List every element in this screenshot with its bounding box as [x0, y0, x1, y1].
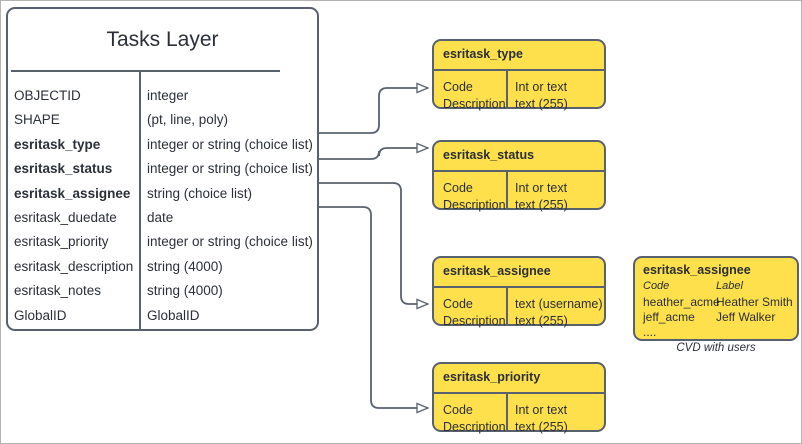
- cvd-code: ....: [643, 325, 657, 339]
- field-type: date: [147, 209, 174, 225]
- field-row: esritask_priority integer or string (choi…: [8, 234, 317, 258]
- domain-header-divider: [434, 286, 604, 288]
- domain-title: esritask_priority: [443, 370, 541, 384]
- field-row: esritask_notes string (4000): [8, 283, 317, 307]
- cvd-label: Label: [716, 280, 743, 292]
- field-row: esritask_type integer or string (choice l…: [8, 137, 317, 161]
- wire-assignee: [319, 182, 428, 304]
- domain-title: esritask_assignee: [443, 264, 551, 278]
- field-name: SHAPE: [14, 112, 60, 128]
- field-type: string (4000): [147, 258, 223, 274]
- page-title: Tasks Layer: [106, 28, 219, 51]
- field-type: (pt, line, poly): [147, 112, 229, 128]
- domain-header-divider: [434, 69, 604, 71]
- cvd-label: Heather Smith: [716, 295, 793, 309]
- cvd-code: jeff_acme: [643, 310, 695, 324]
- domain-header-divider: [434, 392, 604, 394]
- cvd-header-row: Code Label: [643, 280, 791, 295]
- column-divider: [139, 70, 141, 330]
- field-type: integer or string (choice list): [147, 161, 313, 177]
- cvd-label: Jeff Walker: [716, 310, 776, 324]
- cvd-row: ....: [643, 325, 791, 340]
- field-row: esritask_description string (4000): [8, 259, 317, 283]
- wire-priority: [319, 206, 428, 408]
- domain-column-divider: [506, 69, 508, 107]
- cvd-code: heather_acme: [643, 295, 720, 309]
- field-type: integer: [147, 88, 189, 103]
- domain-column-divider: [506, 286, 508, 324]
- field-row: OBJECTID integer: [8, 88, 317, 112]
- field-name: GlobalID: [14, 307, 67, 323]
- field-name: esritask_duedate: [14, 209, 117, 225]
- field-type: string (4000): [147, 283, 223, 299]
- cvd-caption: CVD with users: [676, 342, 756, 354]
- cvd-row: jeff_acme Jeff Walker: [643, 310, 791, 325]
- field-row: SHAPE (pt, line, poly): [8, 112, 317, 136]
- field-name: esritask_priority: [14, 234, 109, 250]
- wire-type: [319, 88, 428, 134]
- field-row: esritask_assignee string (choice list): [8, 186, 317, 210]
- domain-field-types: text (username)text (255): [515, 297, 603, 328]
- domain-title: esritask_type: [443, 47, 523, 61]
- field-row: esritask_duedate date: [8, 210, 317, 234]
- field-type: GlobalID: [147, 307, 200, 323]
- field-type: integer or string (choice list): [147, 234, 313, 250]
- field-name: esritask_description: [14, 258, 134, 274]
- domain-header-divider: [434, 170, 604, 172]
- wire-status: [319, 148, 428, 160]
- field-name: esritask_assignee: [14, 185, 131, 201]
- field-row: esritask_status integer or string (choice…: [8, 161, 317, 185]
- field-name: esritask_status: [14, 161, 113, 177]
- field-row: GlobalID GlobalID: [8, 308, 317, 332]
- header-divider: [11, 70, 280, 72]
- field-type: integer or string (choice list): [147, 136, 313, 152]
- cvd-title: esritask_assignee: [643, 263, 751, 277]
- domain-column-divider: [506, 392, 508, 430]
- field-name: OBJECTID: [14, 88, 81, 103]
- field-name: esritask_notes: [14, 283, 102, 299]
- field-type: string (choice list): [147, 185, 253, 201]
- field-name: esritask_type: [14, 136, 101, 152]
- cvd-code: Code: [643, 280, 670, 292]
- domain-title: esritask_status: [443, 148, 535, 162]
- domain-column-divider: [506, 170, 508, 208]
